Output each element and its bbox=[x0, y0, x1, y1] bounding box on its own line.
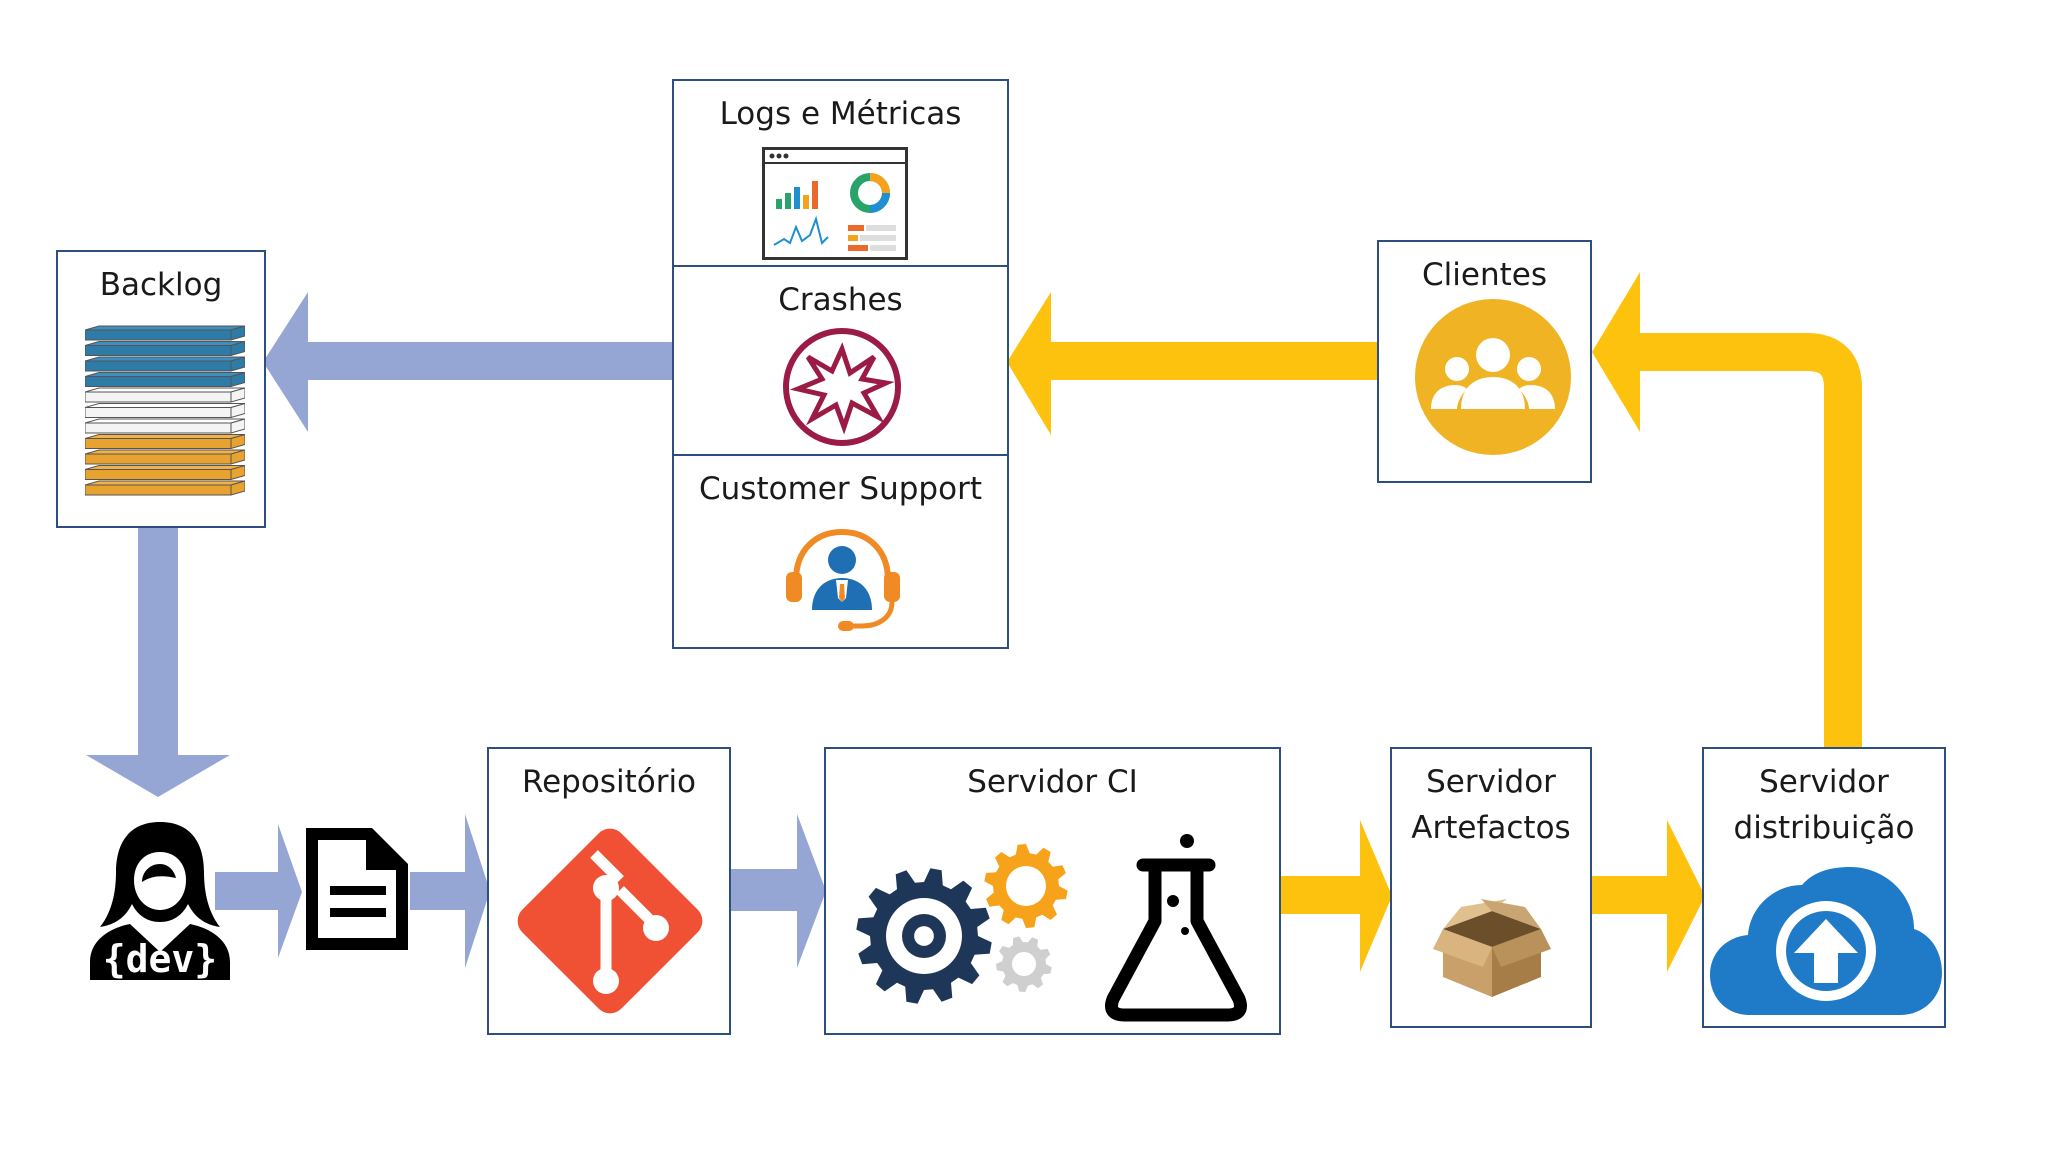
box-icon bbox=[1433, 899, 1551, 997]
stacked-layers-icon bbox=[85, 325, 245, 496]
servidor-distribuicao-label-2: distribuição bbox=[1733, 810, 1915, 846]
servidor-distribuicao-label-1: Servidor bbox=[1759, 764, 1889, 800]
servidor-artefactos-box: Servidor Artefactos bbox=[1390, 747, 1592, 1028]
arrow-distribuicao-to-clientes-path bbox=[1634, 333, 1862, 750]
repositorio-box: Repositório bbox=[487, 747, 731, 1035]
arrow-artefactos-to-distribuicao bbox=[1591, 820, 1705, 972]
arrow-ci-to-artefactos bbox=[1280, 820, 1392, 972]
customer-support-box: Customer Support bbox=[672, 454, 1009, 649]
arrow-developer-to-document bbox=[215, 824, 302, 958]
arrow-repositorio-to-ci bbox=[729, 814, 826, 968]
servidor-distribuicao-box: Servidor distribuição bbox=[1702, 747, 1946, 1028]
repositorio-label: Repositório bbox=[521, 764, 697, 800]
gears-icon bbox=[856, 844, 1068, 1004]
flask-icon bbox=[1105, 834, 1247, 1022]
servidor-artefactos-label-1: Servidor bbox=[1426, 764, 1556, 800]
headset-agent-icon bbox=[786, 528, 900, 631]
arrow-distribuicao-to-clientes-head bbox=[1592, 272, 1640, 432]
servidor-artefactos-label-2: Artefactos bbox=[1411, 810, 1571, 846]
servidor-ci-box: Servidor CI bbox=[824, 747, 1281, 1035]
backlog-box: Backlog bbox=[56, 250, 266, 528]
crashes-label: Crashes bbox=[778, 282, 903, 318]
arrow-document-to-repositorio bbox=[410, 814, 490, 968]
servidor-ci-label: Servidor CI bbox=[967, 764, 1138, 800]
developer-icon-text: {dev} bbox=[103, 937, 217, 981]
cloud-upload-icon bbox=[1710, 867, 1942, 1015]
logs-metricas-label: Logs e Métricas bbox=[719, 96, 962, 132]
clientes-box: Clientes bbox=[1377, 240, 1592, 483]
arrow-feedback-to-backlog bbox=[263, 292, 673, 432]
users-icon bbox=[1415, 299, 1571, 455]
document-icon bbox=[306, 828, 408, 950]
crashes-box: Crashes bbox=[672, 265, 1009, 456]
developer-icon: {dev} bbox=[90, 822, 230, 981]
git-icon bbox=[517, 828, 703, 1014]
arrow-clientes-to-feedback bbox=[1007, 292, 1377, 435]
backlog-label: Backlog bbox=[99, 267, 223, 303]
arrow-backlog-to-developer bbox=[86, 527, 230, 797]
clientes-label: Clientes bbox=[1422, 257, 1547, 293]
logs-metricas-box: Logs e Métricas bbox=[672, 79, 1009, 268]
dashboard-icon bbox=[762, 147, 908, 260]
crash-icon bbox=[783, 328, 901, 446]
customer-support-label: Customer Support bbox=[699, 471, 982, 507]
